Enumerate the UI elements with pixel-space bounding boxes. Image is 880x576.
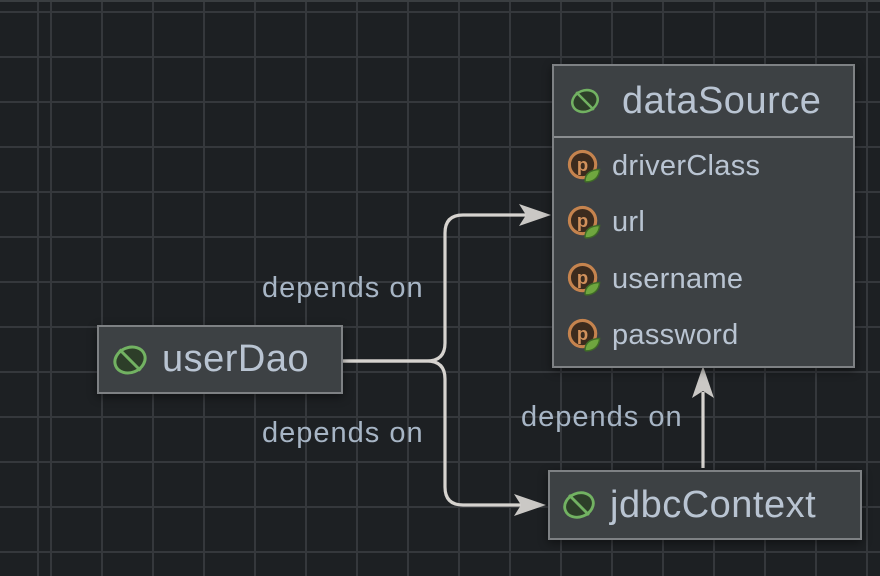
node-userdao-label: userDao: [162, 338, 310, 380]
svg-text:p: p: [577, 210, 588, 231]
property-row-driverclass[interactable]: p driverClass: [554, 138, 853, 195]
spring-bean-icon: [113, 345, 147, 374]
edge-label-depends-on: depends on: [262, 272, 424, 304]
arrowhead-icon: [514, 494, 546, 516]
node-jdbccontext[interactable]: jdbcContext: [548, 470, 862, 540]
property-label: url: [612, 206, 646, 239]
node-datasource-header[interactable]: dataSource: [554, 66, 853, 138]
property-row-url[interactable]: p url: [554, 195, 853, 252]
svg-text:p: p: [577, 323, 588, 344]
property-row-username[interactable]: p username: [554, 251, 853, 308]
node-datasource[interactable]: dataSource p driverClass p url: [552, 64, 855, 368]
spring-property-icon: p: [567, 206, 601, 239]
svg-text:p: p: [577, 267, 588, 288]
spring-property-icon: p: [567, 262, 601, 296]
node-datasource-label: dataSource: [622, 79, 822, 122]
property-label: password: [612, 319, 739, 352]
svg-text:p: p: [577, 154, 588, 175]
spring-property-icon: p: [567, 149, 601, 183]
spring-property-icon: p: [567, 319, 601, 352]
spring-bean-icon: [571, 88, 599, 114]
arrowhead-icon: [519, 204, 551, 226]
node-userdao[interactable]: userDao: [97, 325, 343, 394]
property-label: driverClass: [612, 149, 761, 182]
node-jdbccontext-label: jdbcContext: [610, 483, 817, 526]
edge-label-depends-on: depends on: [262, 417, 424, 449]
edge-label-depends-on: depends on: [521, 401, 683, 433]
node-datasource-properties: p driverClass p url p userna: [554, 138, 853, 364]
property-row-password[interactable]: p password: [554, 308, 853, 365]
property-label: username: [612, 262, 744, 295]
arrowhead-icon: [692, 366, 714, 398]
spring-bean-icon: [563, 491, 595, 519]
